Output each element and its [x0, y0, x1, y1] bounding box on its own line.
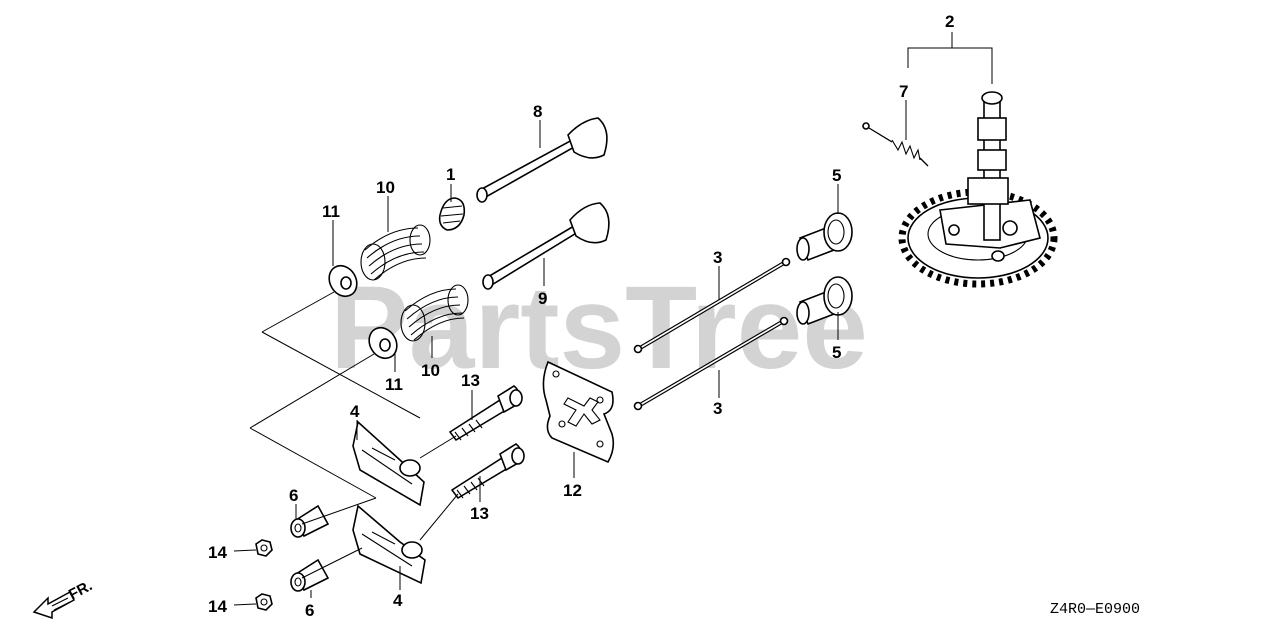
part-pivot-bolt-upper[interactable]	[448, 385, 523, 442]
diagram-code: Z4R0—E0900	[1050, 601, 1140, 618]
callout-8: 8	[533, 102, 542, 121]
part-camshaft-assembly[interactable]	[898, 91, 1058, 288]
part-push-rod-guide-plate[interactable]	[542, 360, 615, 464]
part-push-rod-upper[interactable]	[633, 257, 791, 354]
part-valve-spring-upper[interactable]	[360, 224, 431, 281]
leader-lines	[233, 32, 993, 606]
callout-10-upper: 10	[376, 178, 395, 197]
callout-5-lower: 5	[832, 343, 841, 362]
callout-10-lower: 10	[421, 361, 440, 380]
part-tappet-sleeve-lower[interactable]	[290, 558, 330, 592]
callout-2: 2	[945, 12, 954, 31]
callout-13-upper: 13	[461, 371, 480, 390]
part-decompressor-spring[interactable]	[862, 122, 929, 167]
callout-12: 12	[563, 481, 582, 500]
part-lock-nut-lower[interactable]	[255, 593, 273, 611]
part-valve-stem-seal[interactable]	[438, 197, 466, 231]
callout-6-upper: 6	[289, 486, 298, 505]
callout-11-upper: 11	[322, 202, 340, 221]
part-push-rod-lower[interactable]	[633, 316, 789, 411]
callout-6-lower: 6	[305, 601, 314, 620]
callout-3-lower: 3	[713, 399, 722, 418]
part-rocker-arm-lower[interactable]	[352, 504, 426, 585]
callout-14-upper: 14	[208, 543, 227, 562]
part-valve-spring-retainer-lower[interactable]	[364, 323, 403, 364]
callout-5-upper: 5	[832, 166, 841, 185]
part-valve-spring-lower[interactable]	[400, 284, 469, 342]
part-lock-nut-upper[interactable]	[255, 539, 273, 557]
callout-labels: 2 7 8 1 10 11 5 3 9 5 10 11 13 3 4 12 6 …	[208, 12, 954, 620]
part-valve-lifter-lower[interactable]	[796, 276, 853, 326]
callout-9: 9	[538, 289, 547, 308]
part-pivot-bolt-lower[interactable]	[450, 443, 525, 500]
callout-4-lower: 4	[393, 591, 403, 610]
watermark: PartsTree	[330, 262, 868, 394]
callout-7: 7	[899, 82, 908, 101]
callout-14-lower: 14	[208, 597, 227, 616]
callout-13-lower: 13	[470, 504, 489, 523]
part-intake-valve[interactable]	[482, 202, 610, 290]
part-valve-spring-retainer-upper[interactable]	[324, 261, 363, 302]
part-valve-lifter-upper[interactable]	[796, 212, 853, 262]
front-direction-arrow-icon	[32, 590, 75, 620]
callout-4-upper: 4	[350, 402, 360, 421]
callout-1: 1	[446, 165, 455, 184]
callout-11-lower: 11	[385, 375, 403, 394]
part-rocker-arm-upper[interactable]	[352, 420, 425, 507]
front-direction-indicator: FR.	[32, 577, 95, 620]
callout-3-upper: 3	[713, 248, 722, 267]
part-exhaust-valve[interactable]	[476, 117, 608, 203]
